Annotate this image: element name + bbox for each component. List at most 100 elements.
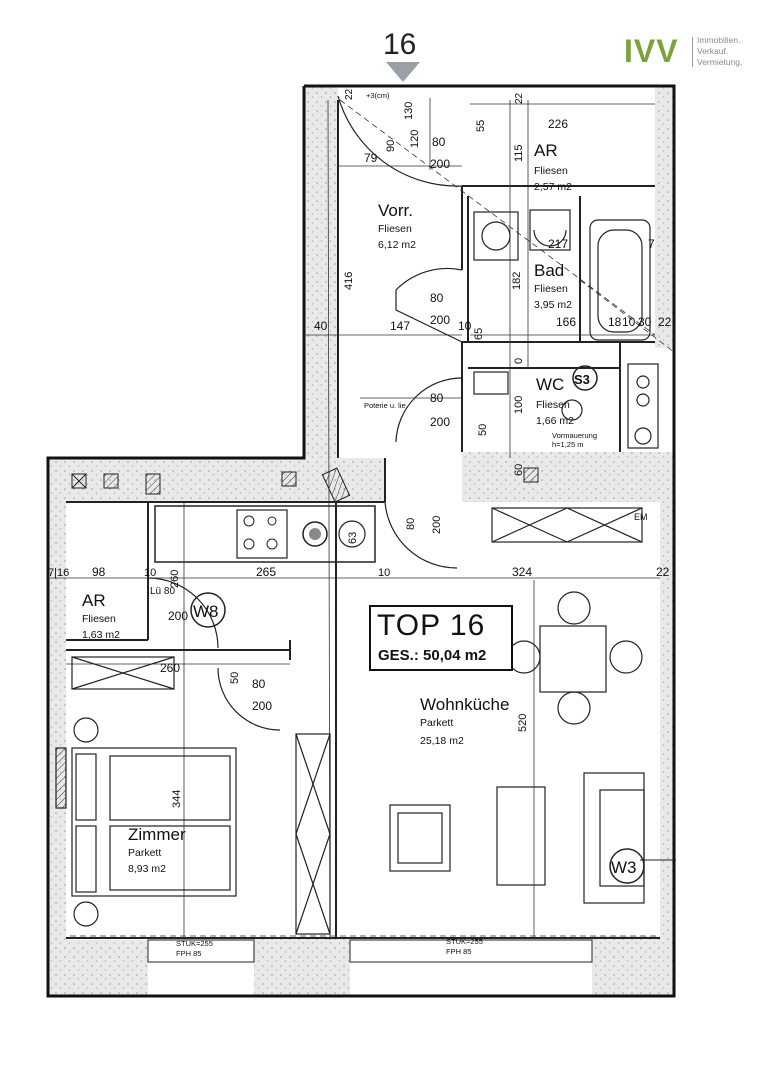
room-area: 8,93 m2 <box>128 863 166 875</box>
outer-wall-outline <box>46 84 676 998</box>
note-step: +3(cm) <box>366 91 390 100</box>
dimension: 22 <box>656 565 670 579</box>
room-area: 1,63 m2 <box>82 629 120 641</box>
note-sill: FPH 85 <box>446 947 471 956</box>
logo-line-1: Immobilien. <box>697 35 741 45</box>
dimension: 115 <box>513 144 525 162</box>
logo-line-2: Verkauf. <box>697 46 729 56</box>
room-floor: Fliesen <box>536 399 570 411</box>
dimension: 79 <box>364 151 378 165</box>
room-name: AR <box>534 141 558 160</box>
dimension: 80 <box>432 135 446 149</box>
shaft-symbols <box>71 467 539 503</box>
dimension: 63 <box>347 532 359 544</box>
window-tag: W3 <box>611 858 637 877</box>
plan-notes: +3(cm) Poterie u. lie. Vormauerung h=1,2… <box>150 91 648 958</box>
room-name: Bad <box>534 261 564 280</box>
dimension: 60 <box>513 464 525 476</box>
room-name: Vorr. <box>378 201 413 220</box>
logo-line-3: Vermietung. <box>697 57 743 67</box>
company-logo: IVV Immobilien. Verkauf. Vermietung. <box>624 34 749 70</box>
room-area: 2,57 m2 <box>534 181 572 193</box>
dimension: 344 <box>171 790 183 808</box>
room-floor: Fliesen <box>82 613 116 625</box>
dimension: 217 <box>548 237 568 251</box>
dimension: 22 <box>514 92 525 104</box>
interior-walls <box>66 100 660 939</box>
room-area: 25,18 m2 <box>420 735 464 747</box>
room-floor: Fliesen <box>534 165 568 177</box>
note-sill: STUK=255 <box>176 939 213 948</box>
dimension: 226 <box>548 117 568 131</box>
dimension: 265 <box>256 565 276 579</box>
unit-summary-box: TOP 16 GES.: 50,04 m2 <box>369 605 513 671</box>
room-area: 1,66 m2 <box>536 415 574 427</box>
room-area: 6,12 m2 <box>378 239 416 251</box>
note-em: EM <box>634 512 648 522</box>
shaft-tag: S3 <box>574 372 590 387</box>
note-lu: Lü 80 <box>150 586 175 597</box>
dimension: 80 <box>252 677 266 691</box>
shaft-tag-circle <box>572 365 598 391</box>
dimension: 260 <box>169 570 181 588</box>
chimney-circle <box>338 520 366 548</box>
room-area: 3,95 m2 <box>534 299 572 311</box>
room-name: WC <box>536 375 564 394</box>
logo-divider <box>692 37 693 67</box>
wardrobes <box>71 507 643 935</box>
dimension: 98 <box>92 565 106 579</box>
dimension: 90 <box>385 140 397 152</box>
dimension: 7 <box>648 237 655 251</box>
dimension: 80 <box>405 518 417 530</box>
dimension: 0 <box>513 358 525 364</box>
dimension: 324 <box>512 565 532 579</box>
bed <box>55 717 237 927</box>
dimension-lines <box>48 98 675 941</box>
dimension: 30 <box>638 315 652 329</box>
dimension: 65 <box>473 328 485 340</box>
bathroom-fixtures <box>473 209 659 449</box>
note-poterie: Poterie u. lie. <box>364 401 408 410</box>
windows <box>147 859 676 963</box>
dimension: 200 <box>168 609 188 623</box>
room-name: AR <box>82 591 106 610</box>
dimension: 120 <box>409 130 421 148</box>
doors <box>147 95 463 731</box>
dimension: 200 <box>431 516 443 534</box>
room-floor: Parkett <box>128 847 161 859</box>
dimension: 50 <box>229 672 241 684</box>
window-tag: W8 <box>193 602 219 621</box>
unit-title: TOP 16 <box>377 609 486 642</box>
dimension: 182 <box>511 272 523 290</box>
window-tag-circle <box>190 592 226 628</box>
room-labels: AR Fliesen 2,57 m2 Vorr. Fliesen 6,12 m2… <box>82 141 574 875</box>
room-name: Zimmer <box>128 825 186 844</box>
dimension: 10 <box>458 319 472 333</box>
room-floor: Parkett <box>420 717 453 729</box>
room-name: Wohnküche <box>420 695 509 714</box>
entrance-marker-icon <box>386 62 420 82</box>
room-floor: Fliesen <box>378 223 412 235</box>
dimension: 18 <box>608 315 622 329</box>
unit-number: 16 <box>383 28 417 61</box>
room-floor: Fliesen <box>534 283 568 295</box>
dimension: 10 <box>378 567 390 579</box>
dimension: 200 <box>430 313 450 327</box>
dimension: 22 <box>658 315 672 329</box>
living-furniture <box>389 772 645 904</box>
note-sill: STUK=255 <box>446 937 483 946</box>
logo-mark: IVV <box>624 33 679 69</box>
dimension: 200 <box>430 415 450 429</box>
dimension: 166 <box>556 315 576 329</box>
dimension: 147 <box>390 319 410 333</box>
dimension: 260 <box>160 661 180 675</box>
dimension: 40 <box>314 319 328 333</box>
dimension: 10 <box>622 315 636 329</box>
dimension: 200 <box>430 157 450 171</box>
note-vormauerung: Vormauerung <box>552 431 597 440</box>
dimension: 10 <box>144 567 156 579</box>
dimension: 80 <box>430 391 444 405</box>
dimension: 80 <box>430 291 444 305</box>
dimension: 130 <box>403 102 415 120</box>
